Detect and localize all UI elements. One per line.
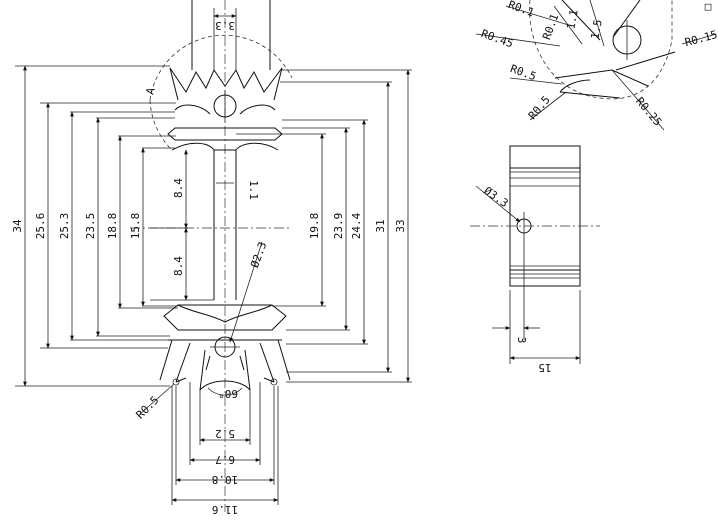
section-marker-label: A [143,86,157,96]
detail-r0-15: R0.15 [683,28,718,49]
dim-8-4-upper: 8.4 [172,178,185,198]
dim-6-7: 6.7 [215,453,235,466]
dim-5-2: 5.2 [215,427,235,440]
side-view [470,145,600,364]
corner-mark: □ [705,0,712,13]
front-view [15,0,412,512]
dim-33: 33 [394,219,407,232]
detail-r0-5-b: R0.5 [526,93,553,122]
dim-1-1: 1.1 [247,180,260,200]
dim-11-6: 11.6 [212,503,239,516]
dim-23-5: 23.5 [84,213,97,240]
dim-8-4-lower: 8.4 [172,256,185,276]
dim-34: 34 [11,219,24,233]
dim-10-8: 10.8 [212,473,239,486]
dim-60-deg: 60° [218,387,238,400]
dim-25-3: 25.3 [58,213,71,240]
detail-1-1: 1.1 [564,8,580,30]
dim-3-3-top: 3.3 [215,19,235,32]
detail-r0-25: R0.25 [633,95,664,129]
dim-18-8: 18.8 [106,213,119,240]
side-dim-15: 15 [538,361,551,374]
detail-1-5: 1.5 [588,18,604,40]
detail-r0-1-a: R0.1 [540,12,561,41]
detail-view-labels: R0.45 R0.5 R0.5 R0.25 R0.1 1.1 1.5 R0.1 … [479,0,718,129]
side-dim-3: 3 [515,337,528,344]
detail-r0-45: R0.45 [479,27,515,51]
dim-25-6: 25.6 [34,213,47,240]
dim-hole-diameter: Ø2.3 [248,240,269,269]
side-hole-diameter: Ø3.3 [481,184,510,210]
dim-23-9: 23.9 [332,213,345,240]
dim-19-8: 19.8 [308,213,321,240]
dim-r0-5-bottom: R0.5 [134,394,162,422]
detail-r0-5-a: R0.5 [509,62,538,83]
front-view-labels: A 34 25.6 25.3 23.5 18.8 15.8 19.8 23.9 … [11,19,407,516]
dim-15-8: 15.8 [129,213,142,240]
side-view-labels: Ø3.3 3 15 [481,184,551,374]
dim-31: 31 [374,219,387,232]
dim-24-4: 24.4 [350,212,363,239]
detail-r0-1-b: R0.1 [507,0,536,19]
detail-view [475,0,717,131]
